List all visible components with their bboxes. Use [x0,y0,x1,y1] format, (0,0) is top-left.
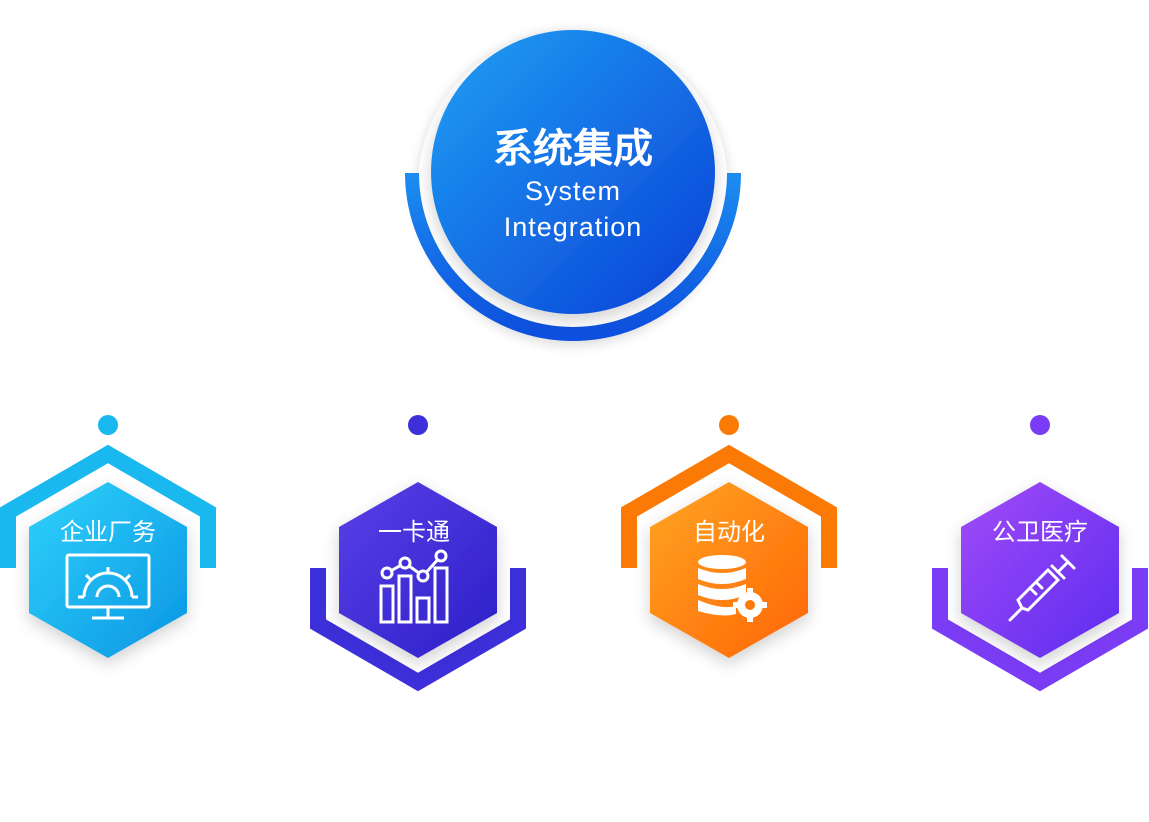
node-label: 一卡通 [378,518,450,546]
node-dot [408,415,428,435]
node-hexagon [339,482,497,658]
database-gear-icon [698,555,767,622]
hub-node: 系统集成 System Integration [405,30,741,341]
node-hexagon [961,482,1119,658]
node-label: 企业厂务 [60,518,156,546]
node-hexagon [650,482,808,658]
node-dot [98,415,118,435]
node-bracket [621,444,837,568]
node-bracket [0,444,216,568]
bar-chart-icon [379,549,449,624]
node-enterprise-facility: 企业厂务 [0,415,216,658]
node-all-in-one-card: 一卡通 [310,415,526,692]
node-label: 公卫医疗 [992,518,1088,546]
node-bracket [310,568,526,692]
node-public-health: 公卫医疗 [932,415,1148,692]
node-label: 自动化 [693,518,765,546]
node-dot [1030,415,1050,435]
hub-ring-arc [405,172,741,341]
hub-subtitle-line1: System [525,176,621,206]
syringe-icon [1008,554,1076,622]
hub-circle [431,30,715,314]
hub-title: 系统集成 [493,126,653,172]
hub-subtitle-line2: Integration [504,212,643,242]
node-bracket [932,568,1148,692]
node-dot [719,415,739,435]
node-automation: 自动化 [621,415,837,658]
monitor-gear-icon [65,553,151,620]
